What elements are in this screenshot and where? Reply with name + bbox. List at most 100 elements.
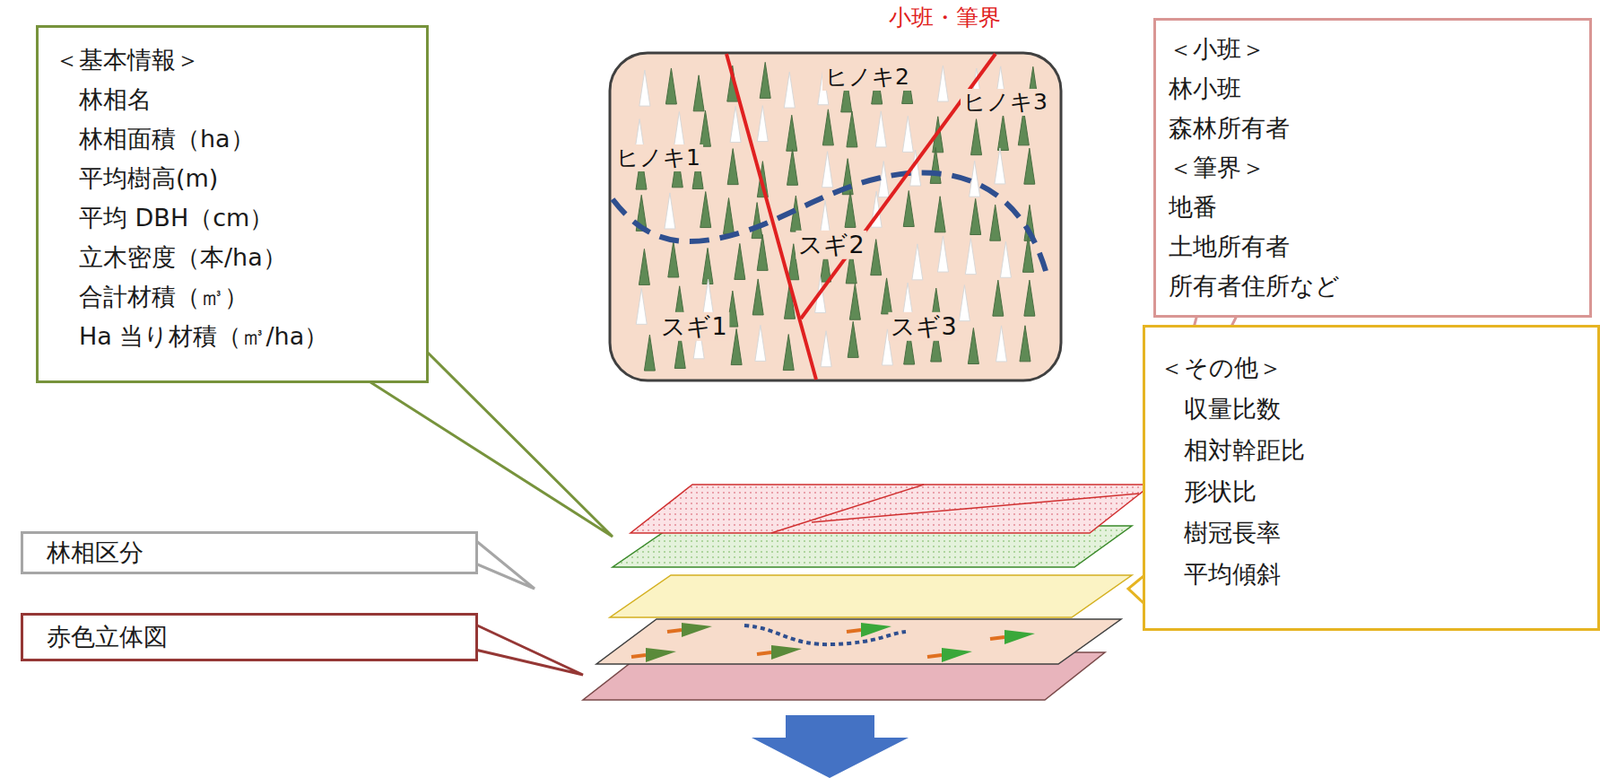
callout-item: ＜筆界＞ bbox=[1168, 147, 1577, 188]
tree-icon bbox=[992, 279, 1004, 316]
tree-icon bbox=[756, 234, 768, 270]
tree-icon bbox=[881, 278, 893, 314]
callout-item: 形状比 bbox=[1159, 470, 1583, 513]
callout-tail bbox=[475, 539, 535, 589]
boundary-label: 小班・筆界 bbox=[886, 4, 1004, 32]
callout-item: 林相面積（ha） bbox=[54, 119, 410, 159]
tree-icon bbox=[958, 285, 970, 322]
boundary-line bbox=[726, 53, 817, 380]
tree-icon bbox=[638, 248, 650, 285]
tree-icon bbox=[668, 241, 679, 278]
callout-heading: ＜基本情報＞ bbox=[54, 40, 410, 80]
callout-item: 平均傾斜 bbox=[1159, 553, 1583, 595]
tree-icon bbox=[787, 148, 799, 185]
tree-icon bbox=[934, 196, 946, 233]
layer-callout: 赤色立体図 bbox=[20, 612, 479, 661]
tree-icon bbox=[844, 191, 856, 227]
tree-icon bbox=[693, 75, 705, 112]
tree-icon bbox=[927, 647, 973, 662]
callout-item: Ha 当り材積（㎥/ha） bbox=[54, 316, 410, 357]
tree-icon bbox=[665, 68, 677, 105]
tree-icon bbox=[996, 325, 1008, 362]
callout-tail bbox=[475, 624, 583, 675]
tree-icon bbox=[756, 105, 768, 142]
stream-line bbox=[744, 625, 906, 644]
tree-icon bbox=[903, 191, 914, 227]
tree-icon bbox=[631, 647, 677, 662]
tree-icon bbox=[635, 287, 647, 324]
down-arrow bbox=[751, 714, 909, 778]
tree-icon bbox=[902, 115, 914, 152]
tree-icon bbox=[755, 324, 766, 361]
stand-label: スギ1 bbox=[658, 312, 730, 341]
tree-icon bbox=[997, 114, 1009, 151]
tree-icon bbox=[667, 622, 713, 637]
tree-icon bbox=[965, 238, 976, 275]
boundary-line bbox=[811, 493, 1140, 522]
tree-icon bbox=[970, 199, 982, 235]
tree-icon bbox=[846, 111, 858, 148]
callout-heading: ＜その他＞ bbox=[1159, 347, 1583, 389]
forest-type-layer bbox=[596, 618, 1122, 664]
tree-icon bbox=[875, 111, 887, 148]
callout-heading: ＜小班＞ bbox=[1168, 29, 1577, 70]
tree-icon bbox=[700, 191, 712, 228]
info-callout: ＜基本情報＞林相名林相面積（ha）平均樹高(m)平均 DBH（cm）立木密度（本… bbox=[35, 25, 429, 383]
tree-icon bbox=[849, 283, 861, 320]
callout-heading: 林相区分 bbox=[46, 534, 453, 571]
tree-icon bbox=[822, 109, 834, 146]
stand-label: ヒノキ3 bbox=[960, 88, 1051, 116]
stand-label: スギ2 bbox=[795, 230, 867, 260]
tree-icon bbox=[664, 192, 676, 229]
callout-item: 相対幹距比 bbox=[1159, 429, 1583, 471]
tree-icon bbox=[751, 202, 763, 239]
boundary-line bbox=[771, 484, 924, 533]
info-callout: ＜その他＞収量比数相対幹距比形状比樹冠長率平均傾斜 bbox=[1142, 324, 1600, 631]
tree-icon bbox=[990, 629, 1035, 644]
tree-icon bbox=[723, 198, 735, 235]
callout-item: 平均樹高(m) bbox=[54, 158, 410, 199]
tree-icon bbox=[912, 243, 923, 280]
callout-item: 森林所有者 bbox=[1168, 108, 1577, 148]
tree-icon bbox=[756, 644, 802, 660]
tree-icon bbox=[783, 71, 795, 108]
stream-line bbox=[612, 172, 1046, 271]
callout-heading: 赤色立体図 bbox=[46, 616, 453, 658]
layer-callout: 林相区分 bbox=[20, 530, 479, 574]
stand-label: ヒノキ2 bbox=[822, 63, 913, 91]
tree-icon bbox=[1024, 279, 1035, 316]
tree-icon bbox=[673, 111, 685, 148]
tree-icon bbox=[822, 151, 834, 188]
tree-icon bbox=[702, 247, 714, 284]
tree-icon bbox=[1019, 325, 1031, 362]
tree-icon bbox=[967, 327, 979, 364]
callout-item: 地番 bbox=[1168, 187, 1577, 227]
callout-item: 合計材積（㎥） bbox=[54, 277, 410, 317]
tree-icon bbox=[782, 334, 794, 371]
tree-icon bbox=[786, 114, 798, 151]
tree-icon bbox=[994, 147, 1006, 184]
tree-icon bbox=[699, 110, 711, 147]
info-callout: ＜小班＞林小班森林所有者＜筆界＞地番土地所有者所有者住所など bbox=[1153, 17, 1592, 318]
tree-icon bbox=[643, 334, 655, 371]
tree-icon bbox=[937, 65, 948, 102]
tree-icon bbox=[759, 61, 771, 98]
tree-icon bbox=[730, 105, 741, 142]
stand-label: ヒノキ1 bbox=[613, 144, 704, 172]
tree-icon bbox=[930, 147, 941, 183]
tree-icon bbox=[937, 235, 948, 272]
callout-item: 所有者住所など bbox=[1168, 266, 1577, 306]
tree-icon bbox=[990, 204, 1001, 241]
tree-icon bbox=[727, 148, 739, 185]
tree-icon bbox=[820, 330, 832, 367]
callout-item: 林小班 bbox=[1168, 69, 1577, 109]
tree-icon bbox=[870, 239, 882, 276]
tree-icon bbox=[639, 69, 651, 106]
callout-item: 土地所有者 bbox=[1168, 226, 1577, 267]
callout-item: 樹冠長率 bbox=[1159, 512, 1583, 554]
callout-item: 収量比数 bbox=[1159, 388, 1583, 430]
callout-item: 林相名 bbox=[54, 79, 410, 120]
forest-map bbox=[609, 52, 1061, 381]
stand-label: スギ3 bbox=[887, 312, 959, 341]
